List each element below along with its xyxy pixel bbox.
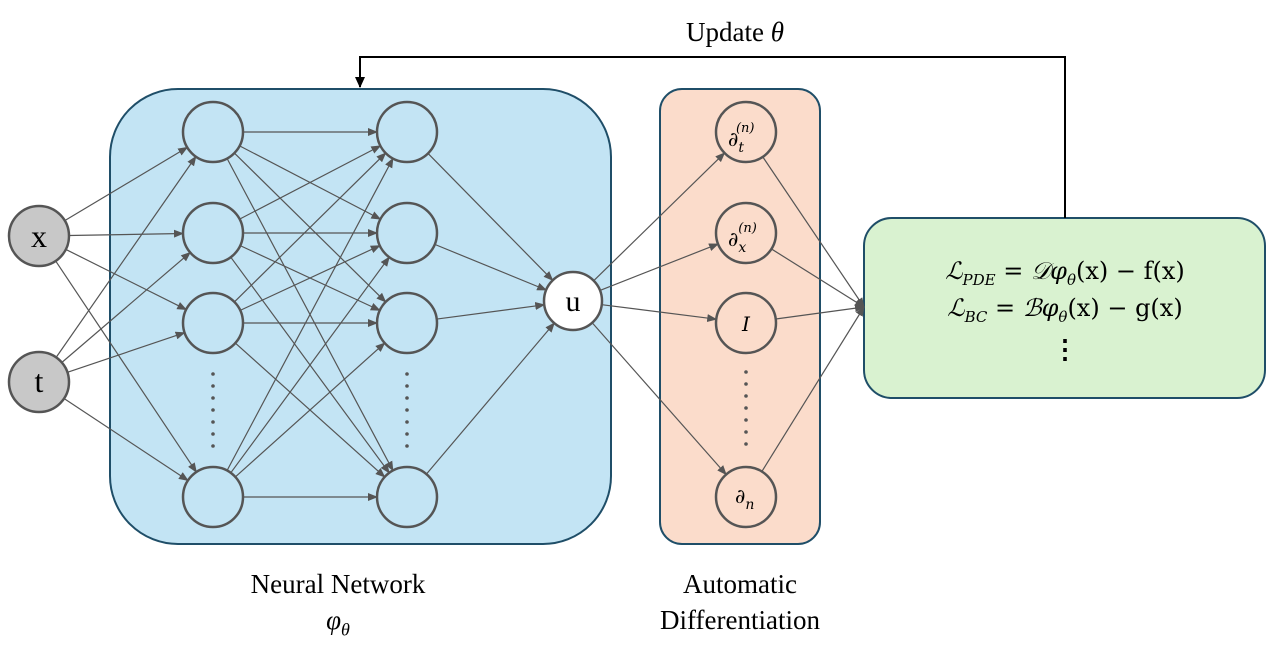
edge-output-autodiff (601, 304, 718, 323)
hidden-node-layer2 (375, 100, 439, 164)
ellipsis-dot-layer1 (211, 408, 215, 412)
loss-bc-equation: ℒBC = ℬφθ(x) − g(x) (947, 294, 1183, 326)
update-arrow (355, 56, 1066, 218)
autodiff-caption-line2: Differentiation (660, 605, 820, 635)
input-label-t: t (35, 363, 44, 399)
ellipsis-dot-layer2 (405, 408, 409, 412)
output-node (542, 270, 604, 332)
neural-network-panel (109, 88, 612, 545)
autodiff-caption: Automatic Differentiation (590, 566, 890, 638)
autodiff-node (714, 465, 778, 529)
ad-node-dt-label: ∂t(n) (728, 121, 755, 156)
ad-node-dn-label: ∂n (735, 484, 754, 513)
hidden-node-layer1 (181, 291, 245, 355)
ellipsis-dot-autodiff (744, 418, 748, 422)
edges (55, 128, 865, 501)
edge-hidden1-hidden2 (234, 342, 386, 478)
edge-output-autodiff (591, 322, 727, 476)
ellipsis-dot-layer1 (211, 444, 215, 448)
edge-output-autodiff (593, 152, 726, 282)
edge-input-hidden1 (63, 398, 189, 482)
ad-node-dx-label: ∂x(n) (728, 221, 757, 256)
hidden-node-layer2 (375, 465, 439, 529)
ellipsis-dot-layer2 (405, 372, 409, 376)
edge-autodiff-loss (775, 304, 865, 320)
ellipsis-dot-layer1 (211, 384, 215, 388)
ellipsis-dot-autodiff (744, 406, 748, 410)
autodiff-caption-line1: Automatic (683, 569, 797, 599)
neural-network-caption: Neural Network φθ (188, 566, 488, 647)
loss-ellipsis: ⋮ (1052, 335, 1078, 365)
loss-pde-equation: ℒPDE = 𝒟φθ(x) − f(x) (945, 257, 1185, 289)
ellipsis-dots (211, 370, 748, 448)
input-label-x: x (31, 218, 47, 254)
hidden-node-layer2 (375, 201, 439, 265)
edge-hidden1-hidden2 (239, 245, 381, 311)
edge-output-autodiff (599, 243, 720, 291)
edge-hidden2-output (425, 322, 555, 475)
autodiff-node (714, 201, 778, 265)
ellipsis-dot-layer2 (405, 444, 409, 448)
ad-node-identity-label: I (741, 312, 751, 336)
edge-hidden2-output (434, 243, 548, 291)
edge-hidden1-hidden2 (239, 145, 382, 220)
edge-autodiff-loss (761, 306, 865, 472)
ellipsis-dot-autodiff (744, 430, 748, 434)
hidden-node-layer1 (181, 201, 245, 265)
ellipsis-dot-layer1 (211, 396, 215, 400)
ellipsis-dot-layer1 (211, 432, 215, 436)
ellipsis-dot-layer1 (211, 372, 215, 376)
ellipsis-dot-layer2 (405, 396, 409, 400)
nodes (7, 100, 778, 529)
input-node (7, 204, 71, 268)
update-theta-label: Update θ (686, 17, 784, 47)
edge-input-hidden1 (65, 248, 188, 311)
edge-hidden1-hidden2 (226, 157, 394, 471)
edge-input-hidden1 (67, 331, 186, 373)
ellipsis-dot-layer2 (405, 420, 409, 424)
edge-hidden1-hidden2 (230, 256, 390, 474)
autodiff-node (714, 100, 778, 164)
ellipsis-dot-autodiff (744, 442, 748, 446)
ellipsis-dot-autodiff (744, 370, 748, 374)
hidden-node-layer1 (181, 465, 245, 529)
ellipsis-dot-autodiff (744, 394, 748, 398)
edge-input-hidden1 (55, 155, 197, 358)
edge-autodiff-loss (762, 156, 865, 308)
edge-input-hidden1 (61, 251, 191, 363)
edge-hidden2-output (436, 302, 546, 320)
edge-autodiff-loss (771, 248, 865, 308)
ellipsis-dot-layer2 (405, 432, 409, 436)
input-node (7, 350, 71, 414)
neural-network-title: Neural Network (250, 569, 426, 599)
ellipsis-dot-autodiff (744, 382, 748, 386)
hidden-node-layer2 (375, 291, 439, 355)
edge-input-hidden1 (68, 229, 185, 238)
ellipsis-dot-layer1 (211, 420, 215, 424)
edge-hidden1-hidden2 (233, 152, 387, 303)
edge-input-hidden1 (64, 146, 189, 222)
edge-hidden2-output (427, 152, 554, 282)
edge-input-hidden1 (55, 260, 197, 473)
ellipsis-dot-layer2 (405, 384, 409, 388)
hidden-node-layer1 (181, 100, 245, 164)
autodiff-node (714, 291, 778, 355)
neural-network-symbol: φθ (326, 605, 350, 640)
output-label-u: u (566, 285, 581, 318)
